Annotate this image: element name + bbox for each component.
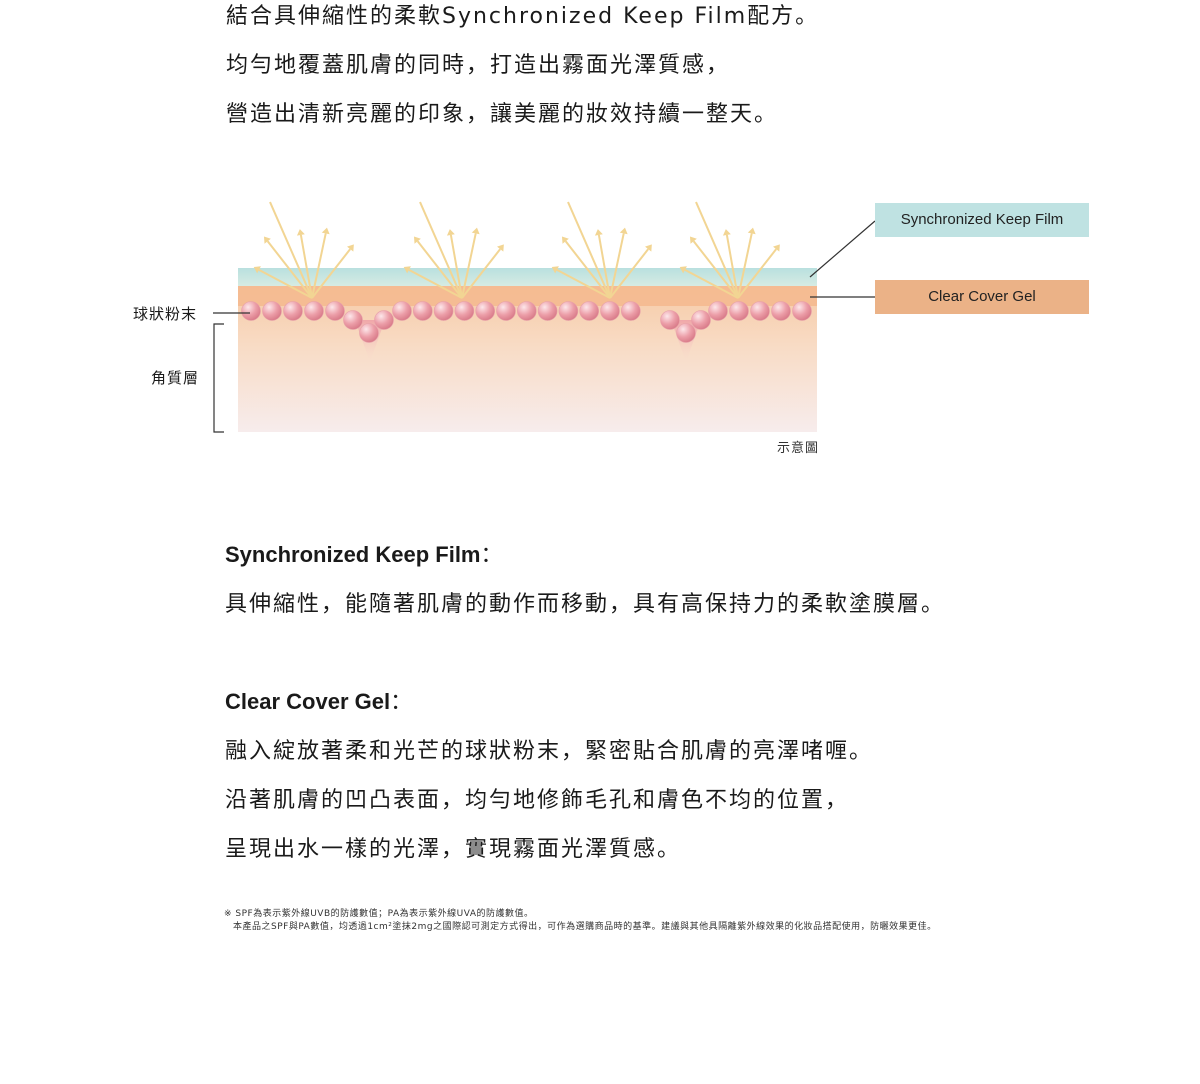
- arrowhead: [321, 227, 330, 235]
- powder-sphere: [241, 301, 261, 321]
- callout-clear-cover-gel: Clear Cover Gel: [875, 280, 1089, 314]
- reflected-ray: [258, 268, 313, 299]
- powder-sphere: [620, 301, 641, 321]
- reflected-ray: [684, 268, 739, 299]
- arrowhead: [722, 229, 731, 236]
- reflected-ray: [266, 240, 313, 299]
- reflected-ray: [461, 233, 477, 299]
- incident-ray: [695, 201, 739, 299]
- label-stratum: 角質層: [151, 369, 200, 387]
- intro-line: 均勻地覆蓋肌膚的同時，打造出霧面光澤質感，: [226, 53, 731, 78]
- arrowhead: [403, 266, 411, 274]
- arrowhead: [594, 229, 603, 236]
- illustration-note: 示意圖: [777, 441, 820, 456]
- reflected-ray: [311, 248, 351, 299]
- reflected-ray: [737, 248, 777, 299]
- label-powder: 球狀粉末: [133, 305, 198, 323]
- skin-layer-diagram: [213, 201, 876, 433]
- callout-keep-film: Synchronized Keep Film: [875, 203, 1089, 237]
- arrowhead: [551, 266, 559, 274]
- footnote: ※ SPF為表示紫外線UVB的防護數值；PA為表示紫外線UVA的防護數值。 本產…: [224, 908, 937, 934]
- powder-sphere: [343, 310, 363, 330]
- reflected-ray: [461, 248, 501, 299]
- arrowhead: [413, 236, 421, 244]
- powder-sphere: [729, 301, 749, 321]
- section-line: 具伸縮性，能隨著肌膚的動作而移動，具有高保持力的柔軟塗膜層。: [225, 592, 946, 617]
- powder-sphere: [374, 310, 394, 330]
- powder-sphere: [516, 301, 537, 321]
- reflected-ray: [609, 233, 625, 299]
- section-line: 沿著肌膚的凹凸表面，均勻地修飾毛孔和膚色不均的位置，: [225, 788, 850, 813]
- arrowhead: [679, 266, 687, 274]
- powder-sphere: [579, 301, 600, 321]
- powder-sphere: [392, 301, 412, 321]
- arrowhead: [263, 236, 271, 244]
- powder-sphere: [750, 301, 770, 321]
- section-line: 融入綻放著柔和光芒的球狀粉末，緊密貼合肌膚的亮澤啫喱。: [225, 739, 874, 764]
- reflected-ray: [737, 233, 753, 299]
- section-clear-cover-gel: Clear Cover Gel： 融入綻放著柔和光芒的球狀粉末，緊密貼合肌膚的亮…: [225, 687, 873, 874]
- reflected-ray: [311, 233, 327, 299]
- arrowhead: [689, 236, 697, 244]
- powder-sphere: [359, 323, 379, 343]
- arrowhead: [347, 244, 354, 252]
- footnote-line: ※ SPF為表示紫外線UVB的防護數值；PA為表示紫外線UVA的防護數值。: [224, 909, 534, 919]
- arrowhead: [561, 236, 569, 244]
- powder-spheres: [241, 301, 812, 343]
- arrowhead: [645, 244, 652, 252]
- powder-sphere: [708, 301, 728, 321]
- powder-sphere: [283, 301, 303, 321]
- section-title: Synchronized Keep Film：: [225, 542, 503, 568]
- powder-sphere: [771, 301, 791, 321]
- film-leader-line: [809, 220, 876, 278]
- powder-sphere: [412, 301, 433, 321]
- powder-sphere: [600, 301, 620, 321]
- stratum-bracket: [213, 323, 224, 433]
- intro-text: 結合具伸縮性的柔軟Synchronized Keep Film配方。 均勻地覆蓋…: [226, 0, 819, 139]
- reflected-ray: [556, 268, 611, 299]
- powder-sphere: [792, 301, 812, 321]
- reflected-ray: [449, 234, 463, 299]
- powder-sphere: [475, 301, 496, 321]
- incident-ray: [567, 201, 611, 299]
- reflected-ray: [564, 240, 611, 299]
- powder-sphere: [660, 310, 680, 330]
- incident-ray: [269, 201, 313, 299]
- arrowhead: [773, 244, 780, 252]
- powder-sphere: [496, 301, 516, 321]
- powder-sphere: [304, 301, 324, 321]
- arrowhead: [497, 244, 504, 252]
- incident-ray: [419, 201, 463, 299]
- powder-sphere: [691, 310, 711, 330]
- arrowhead: [296, 229, 305, 236]
- section-keep-film: Synchronized Keep Film： 具伸縮性，能隨著肌膚的動作而移動…: [225, 540, 945, 629]
- intro-line: 結合具伸縮性的柔軟Synchronized Keep Film配方。: [226, 4, 820, 29]
- section-line: 呈現出水一樣的光澤，實現霧面光澤質感。: [225, 837, 682, 862]
- arrowhead: [471, 227, 480, 235]
- powder-sphere: [454, 301, 475, 321]
- powder-sphere: [537, 301, 558, 321]
- reflected-ray: [597, 234, 611, 299]
- clear-cover-gel-layer: [238, 284, 817, 306]
- arrowhead: [446, 229, 455, 236]
- powder-sphere: [676, 323, 696, 343]
- arrowhead: [619, 227, 628, 235]
- powder-sphere: [558, 301, 579, 321]
- section-title: Clear Cover Gel：: [225, 689, 413, 715]
- powder-sphere: [325, 301, 345, 321]
- intro-line: 營造出清新亮麗的印象，讓美麗的妝效持續一整天。: [226, 102, 779, 127]
- keep-film-layer: [238, 268, 817, 286]
- reflected-ray: [408, 268, 463, 299]
- footnote-line: 本產品之SPF與PA數值，均透過1cm²塗抹2mg之國際認可測定方式得出，可作為…: [233, 922, 937, 932]
- reflected-ray: [725, 234, 739, 299]
- powder-sphere: [433, 301, 454, 321]
- reflected-ray: [609, 248, 649, 299]
- arrowhead: [253, 266, 261, 274]
- reflected-ray: [299, 234, 313, 299]
- powder-sphere: [262, 301, 282, 321]
- arrowhead: [747, 227, 756, 235]
- reflected-ray: [416, 240, 463, 299]
- light-rays: [253, 201, 780, 299]
- reflected-ray: [692, 240, 739, 299]
